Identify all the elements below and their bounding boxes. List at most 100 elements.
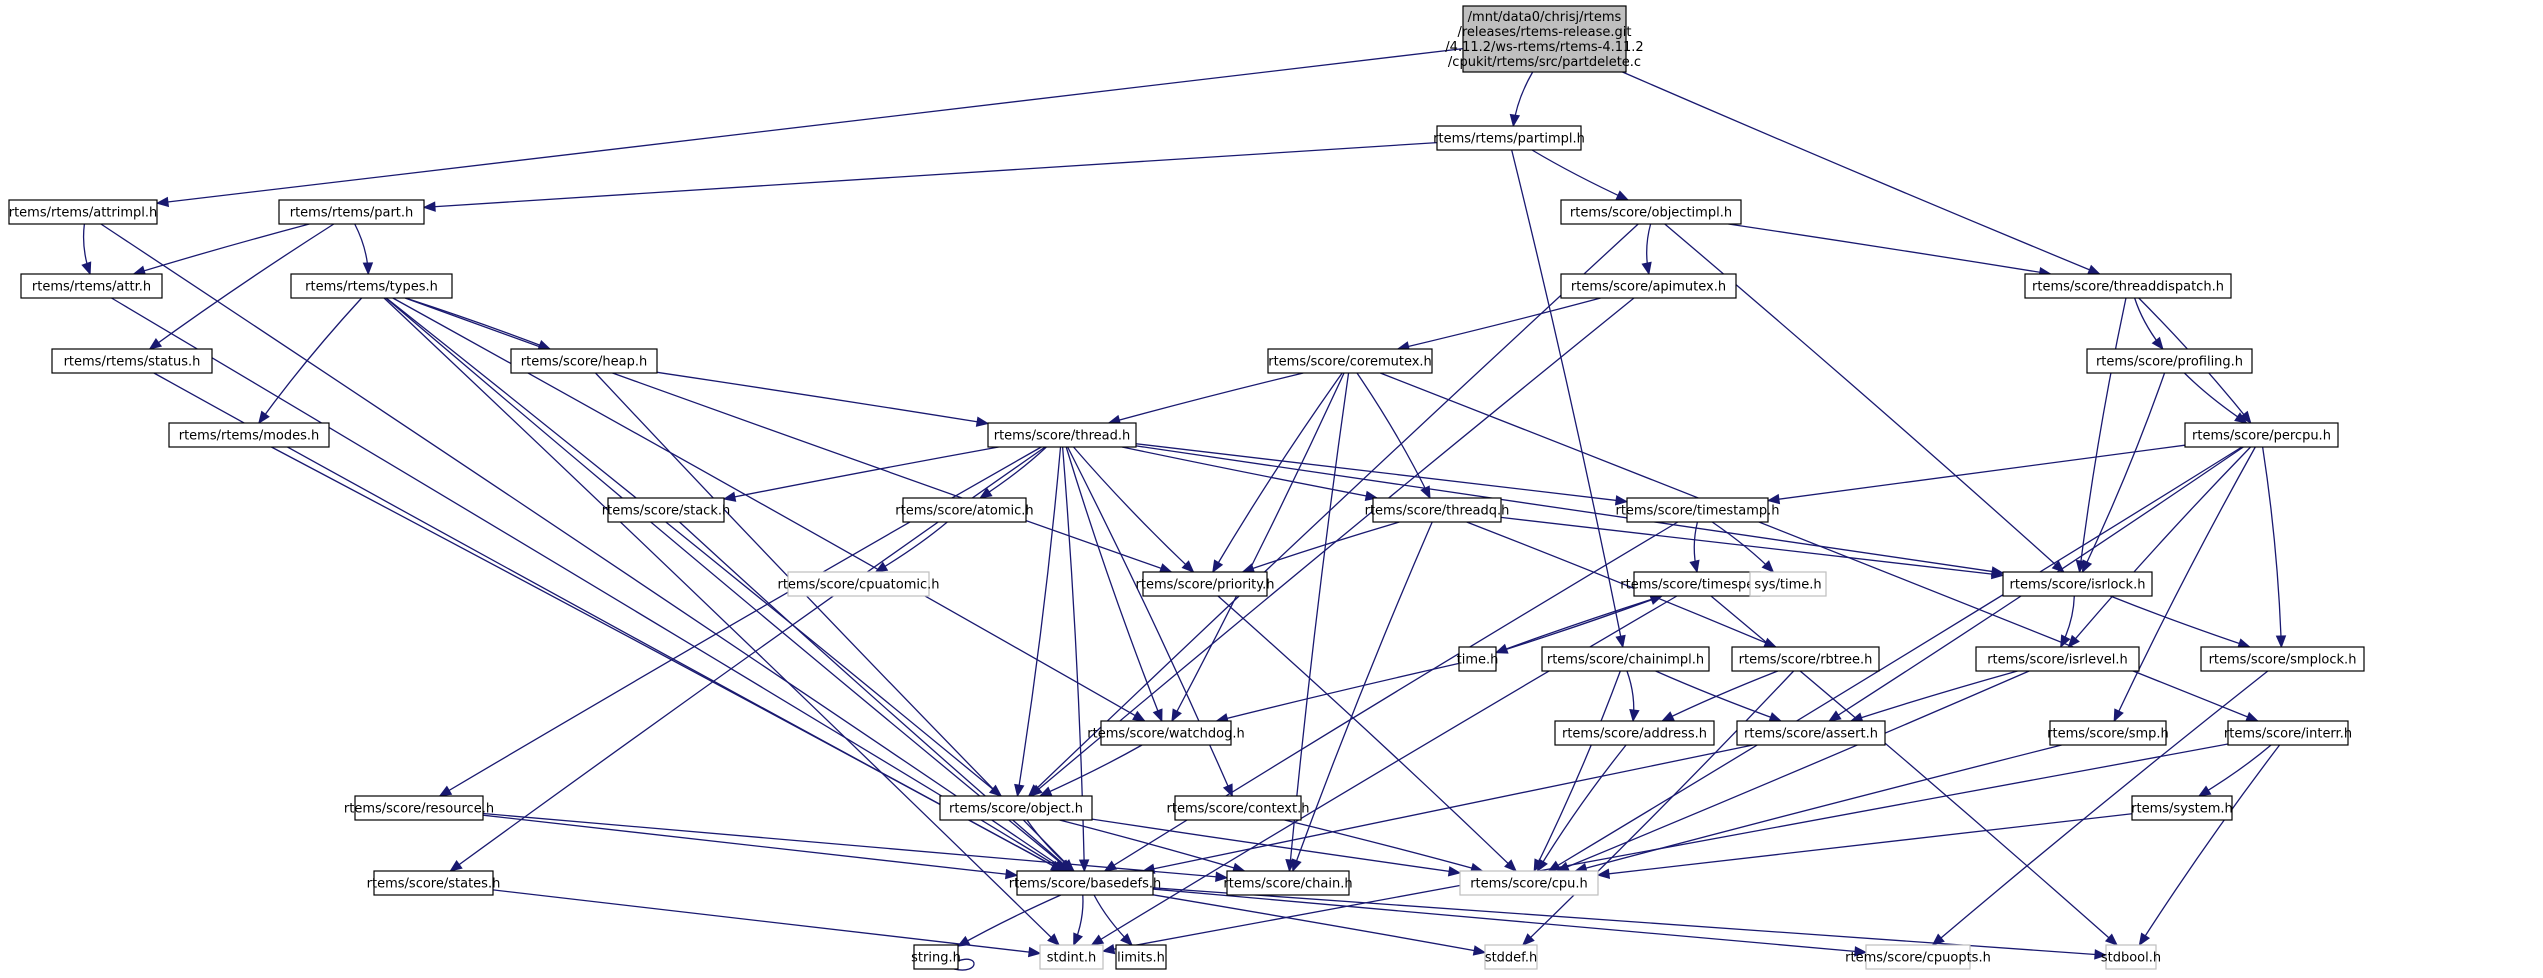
node-label: rtems/score/cpuatomic.h	[777, 578, 939, 593]
edge-isrlevel-to-assert	[1849, 670, 2018, 723]
header-node-system[interactable]: rtems/system.h	[2131, 795, 2233, 821]
header-node-timespec[interactable]: rtems/score/timespec.h	[1620, 571, 1774, 597]
header-node-objectimpl[interactable]: rtems/score/objectimpl.h	[1560, 199, 1742, 225]
edge-line	[2067, 446, 2252, 648]
header-node-thread[interactable]: rtems/score/thread.h	[987, 422, 1137, 448]
header-node-cpuopts[interactable]: rtems/score/cpuopts.h	[1845, 944, 1991, 970]
header-node-percpu[interactable]: rtems/score/percpu.h	[2184, 422, 2339, 448]
header-node-systime[interactable]: sys/time.h	[1749, 571, 1827, 597]
header-node-isrlevel[interactable]: rtems/score/isrlevel.h	[1975, 646, 2140, 672]
header-node-timeh[interactable]: time.h	[1457, 646, 1499, 672]
header-node-cpuatomic[interactable]: rtems/score/cpuatomic.h	[777, 571, 940, 597]
header-node-object[interactable]: rtems/score/object.h	[939, 795, 1093, 821]
edge-types-to-object	[385, 297, 1003, 797]
header-node-chainimpl[interactable]: rtems/score/chainimpl.h	[1541, 646, 1710, 672]
edge-line	[679, 521, 1072, 872]
node-label: rtems/rtems/attr.h	[32, 280, 151, 295]
header-node-part[interactable]: rtems/rtems/part.h	[278, 199, 425, 225]
edge-threadq-to-priority	[1241, 521, 1400, 574]
edge-percpu-to-timestamp	[1766, 444, 2186, 505]
header-node-states[interactable]: rtems/score/states.h	[367, 870, 501, 896]
arrowhead	[1073, 932, 1083, 947]
header-node-attr[interactable]: rtems/rtems/attr.h	[20, 273, 163, 299]
header-node-cpu[interactable]: rtems/score/cpu.h	[1459, 870, 1599, 896]
edge-smp-to-cpu	[1574, 744, 2062, 874]
arrowhead	[1061, 859, 1075, 872]
edge-line	[1102, 743, 2229, 952]
edge-types-to-priority	[404, 297, 1173, 574]
header-node-attrimpl[interactable]: rtems/rtems/attrimpl.h	[8, 199, 158, 225]
header-node-resource[interactable]: rtems/score/resource.h	[344, 795, 494, 821]
arrowhead	[1132, 710, 1146, 722]
arrowhead	[1027, 946, 1042, 958]
edge-resource-to-chain	[482, 812, 1229, 882]
edge-line	[2078, 297, 2127, 573]
header-node-apimutex[interactable]: rtems/score/apimutex.h	[1560, 273, 1737, 299]
arrowhead	[1029, 784, 1043, 797]
header-node-modes[interactable]: rtems/rtems/modes.h	[168, 422, 330, 448]
node-box	[1554, 720, 1715, 746]
arrowhead	[1768, 712, 1783, 722]
edge-object-to-cpu	[1091, 818, 1462, 877]
header-node-string[interactable]: string.h	[911, 944, 961, 970]
node-label: rtems/score/profiling.h	[2096, 355, 2243, 370]
root-path-line: /4.11.2/ws-rtems/rtems-4.11.2	[1445, 40, 1643, 55]
arrowhead	[1291, 858, 1302, 873]
edge-line	[1522, 670, 1795, 946]
header-node-threadq[interactable]: rtems/score/threadq.h	[1365, 497, 1510, 523]
node-box	[2105, 944, 2157, 970]
header-node-coremutex[interactable]: rtems/score/coremutex.h	[1267, 348, 1433, 374]
arrowhead	[1504, 859, 1517, 872]
edge-thread-to-object	[1014, 446, 1062, 798]
header-node-partimpl[interactable]: rtems/rtems/partimpl.h	[1433, 125, 1585, 151]
header-node-timestamp[interactable]: rtems/score/timestamp.h	[1615, 497, 1780, 523]
arrowhead	[1090, 934, 1105, 946]
header-node-stdint[interactable]: stdint.h	[1039, 944, 1104, 970]
arrowhead	[2087, 264, 2101, 275]
edge-line	[1356, 372, 1431, 499]
header-node-chain[interactable]: rtems/score/chain.h	[1223, 870, 1353, 896]
arrowhead	[2060, 634, 2071, 649]
header-node-status[interactable]: rtems/rtems/status.h	[51, 348, 213, 374]
header-node-assert[interactable]: rtems/score/assert.h	[1736, 720, 1886, 746]
arrowhead	[1615, 634, 1626, 649]
edge-root-to-partimpl	[1509, 71, 1534, 128]
header-node-types[interactable]: rtems/rtems/types.h	[290, 273, 453, 299]
edge-line	[1065, 446, 1163, 722]
edge-line	[1661, 670, 1779, 722]
header-node-stddef[interactable]: stddef.h	[1484, 944, 1538, 970]
arrowhead	[1101, 943, 1116, 955]
root-file-node[interactable]: /mnt/data0/chrisj/rtems/releases/rtems-r…	[1445, 5, 1644, 73]
node-box	[2086, 348, 2253, 374]
edge-thread-to-threadq	[1121, 446, 1379, 501]
header-node-context[interactable]: rtems/score/context.h	[1167, 795, 1310, 821]
header-node-stdbool[interactable]: stdbool.h	[2101, 944, 2161, 970]
header-node-threaddispatch[interactable]: rtems/score/threaddispatch.h	[2024, 273, 2232, 299]
edge-thread-to-isrlock	[1135, 445, 2005, 577]
header-node-profiling[interactable]: rtems/score/profiling.h	[2086, 348, 2253, 374]
header-node-smp[interactable]: rtems/score/smp.h	[2047, 720, 2169, 746]
header-node-address[interactable]: rtems/score/address.h	[1554, 720, 1715, 746]
header-node-interr[interactable]: rtems/score/interr.h	[2224, 720, 2352, 746]
arrowhead	[81, 261, 92, 276]
edge-line	[1242, 521, 1400, 573]
node-box	[1865, 944, 1971, 970]
header-node-isrlock[interactable]: rtems/score/isrlock.h	[2002, 571, 2153, 597]
header-node-watchdog[interactable]: rtems/score/watchdog.h	[1087, 720, 1245, 746]
node-box	[290, 273, 453, 299]
header-node-smplock[interactable]: rtems/score/smplock.h	[2200, 646, 2365, 672]
edge-line	[1536, 744, 1627, 872]
header-node-heap[interactable]: rtems/score/heap.h	[510, 348, 658, 374]
header-node-atomic[interactable]: rtems/score/atomic.h	[895, 497, 1034, 523]
node-label: rtems/score/cpu.h	[1470, 877, 1588, 892]
header-node-rbtree[interactable]: rtems/score/rbtree.h	[1731, 646, 1880, 672]
edge-line	[1028, 223, 1639, 797]
header-node-limits[interactable]: limits.h	[1115, 944, 1167, 970]
header-node-basedefs[interactable]: rtems/score/basedefs.h	[1009, 870, 1162, 896]
header-node-priority[interactable]: rtems/score/priority.h	[1136, 571, 1275, 597]
node-box	[1731, 646, 1880, 672]
arrowhead	[2151, 336, 2164, 351]
edge-threadq-to-isrlock	[1500, 516, 2005, 580]
header-node-stack[interactable]: rtems/score/stack.h	[602, 497, 730, 523]
node-box	[1458, 646, 1497, 672]
